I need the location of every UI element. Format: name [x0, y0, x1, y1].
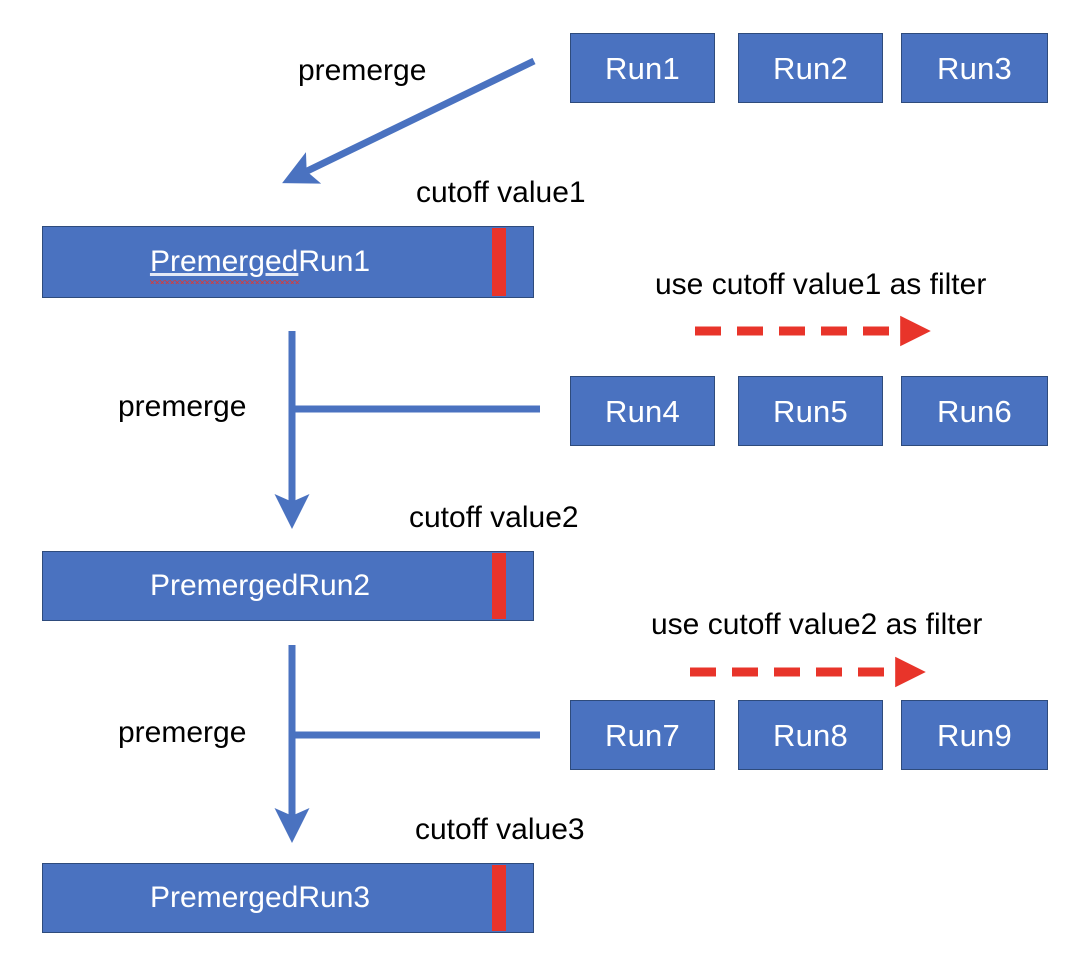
use-cutoff-filter-label-2: use cutoff value2 as filter: [651, 608, 983, 641]
premerged-run-suffix: Run1: [298, 245, 371, 278]
cutoff-value-label-1: cutoff value1: [416, 176, 586, 209]
run-box-run6[interactable]: Run6: [901, 376, 1048, 446]
run-box-run8[interactable]: Run8: [738, 700, 883, 770]
run-box-label: Run5: [773, 393, 848, 429]
run-box-run1[interactable]: Run1: [570, 33, 715, 103]
use-cutoff-filter-label-1: use cutoff value1 as filter: [655, 268, 987, 301]
run-box-label: Run1: [605, 50, 680, 86]
run-box-label: Run3: [937, 50, 1012, 86]
run-box-run5[interactable]: Run5: [738, 376, 883, 446]
premerged-run-2-label: Premerged Run2: [43, 552, 533, 620]
premerged-word: Premerged: [149, 881, 299, 914]
run-box-label: Run6: [937, 393, 1012, 429]
run-box-run4[interactable]: Run4: [570, 376, 715, 446]
cutoff-value-label-3: cutoff value3: [415, 813, 585, 846]
premerged-run-3-label: Premerged Run3: [43, 864, 533, 932]
run-box-run2[interactable]: Run2: [738, 33, 883, 103]
run-box-run3[interactable]: Run3: [901, 33, 1048, 103]
premerged-word: Premerged: [149, 569, 299, 602]
run-box-label: Run8: [773, 717, 848, 753]
cutoff-value-marker-3: [492, 865, 506, 931]
cutoff-value-marker-1: [492, 228, 506, 296]
cutoff-value-label-2: cutoff value2: [409, 501, 579, 534]
premerged-run-2-bar[interactable]: Premerged Run2: [42, 551, 534, 621]
run-box-label: Run2: [773, 50, 848, 86]
premerged-word-spellchecked: Premerged: [149, 245, 301, 284]
premerged-run-1-bar[interactable]: Premerged Run1: [42, 226, 534, 298]
run-box-run7[interactable]: Run7: [570, 700, 715, 770]
premerged-run-1-label: Premerged Run1: [43, 227, 533, 297]
run-box-label: Run4: [605, 393, 680, 429]
premerged-run-suffix: Run2: [298, 569, 371, 602]
premerge-label-1: premerge: [298, 54, 427, 87]
premerge-label-2: premerge: [118, 390, 247, 423]
run-box-label: Run9: [937, 717, 1012, 753]
premerged-run-suffix: Run3: [298, 881, 371, 914]
run-box-run9[interactable]: Run9: [901, 700, 1048, 770]
cutoff-value-marker-2: [492, 553, 506, 619]
run-box-label: Run7: [605, 717, 680, 753]
premerged-run-3-bar[interactable]: Premerged Run3: [42, 863, 534, 933]
premerge-label-3: premerge: [118, 716, 247, 749]
